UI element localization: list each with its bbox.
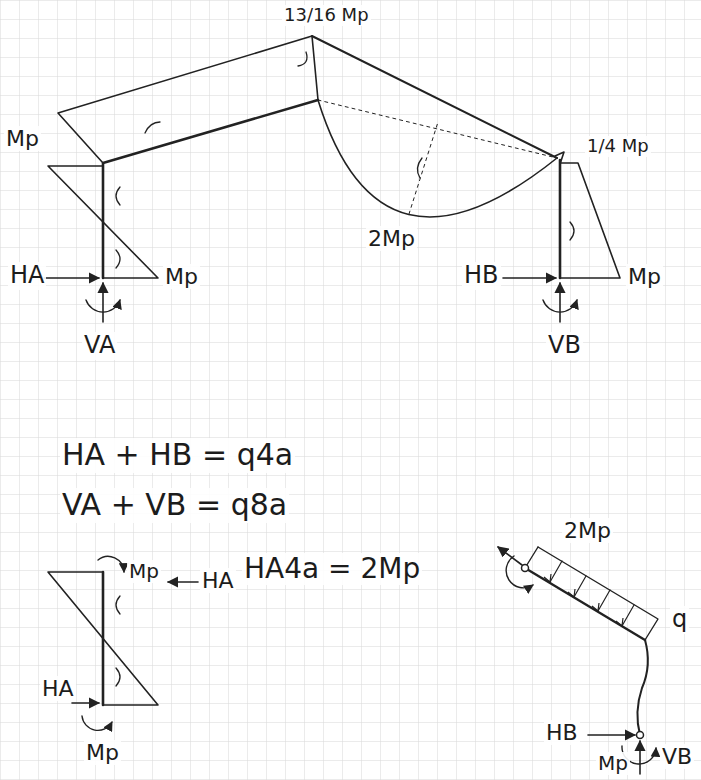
load-outline [538,547,658,640]
sign-mark [116,250,120,268]
moment-arrow [98,556,124,572]
force-arrow [44,277,99,279]
moment-arrow [82,716,112,730]
moment-value: 2Mp [562,518,613,543]
sign-mark [116,668,120,686]
force-arrow [559,283,561,322]
frame-member [559,160,562,278]
force-arrow [102,283,104,322]
moment-value: 2Mp [366,226,417,251]
frame-member [637,640,647,735]
sign-mark [417,158,422,178]
moment-diagram [58,36,318,163]
force-label: VA [82,332,117,360]
moment-value: Mp [4,126,41,151]
force-arrow [588,734,635,736]
equation: HA4a = 2Mp [242,553,422,585]
force-arrow [168,581,198,583]
equation: VA + VB = q8a [60,488,289,523]
frame-member [312,36,557,158]
moment-value: Mp [127,560,161,583]
moment-diagram [48,166,158,278]
load-arrow [550,561,634,626]
equation: HA + HB = q4a [60,438,295,473]
moment-diagram [555,152,564,164]
force-arrow [639,741,641,774]
force-label: HA [40,676,76,701]
sign-mark [570,222,574,240]
hinge-symbol [522,565,529,572]
sign-mark [116,187,120,205]
moment-value: 1/4 Mp [585,136,651,157]
moment-arrow [86,300,120,312]
sign-mark [116,596,120,614]
load-arrowhead [592,603,599,611]
moment-value: Mp [626,264,663,289]
load-arrowhead [568,589,575,597]
frame-member [103,100,318,278]
load-label: q [670,606,689,634]
force-label: HA [200,568,236,593]
force-label: HA [8,262,46,290]
sign-mark [298,52,307,66]
moment-value: Mp [596,752,630,775]
moment-arrow [543,300,577,312]
sign-mark [145,122,160,133]
chord-line [318,100,557,158]
moment-value: 13/16 Mp [282,5,371,26]
force-label: VB [546,332,583,360]
hinge-symbol [637,732,644,739]
moment-value: Mp [84,740,121,765]
force-arrow [503,277,556,279]
moment-value: Mp [163,264,200,289]
load-arrowhead [544,574,551,582]
force-label: HB [462,262,501,290]
moment-diagram [560,163,620,278]
moment-parabola [318,100,557,217]
moment-arrow [506,556,533,588]
force-arrow [498,547,522,565]
force-arrow [72,702,99,704]
load-arrowhead [616,618,623,626]
dimension-line [409,122,438,214]
force-label: HB [544,720,580,745]
force-label: VB [660,744,694,769]
